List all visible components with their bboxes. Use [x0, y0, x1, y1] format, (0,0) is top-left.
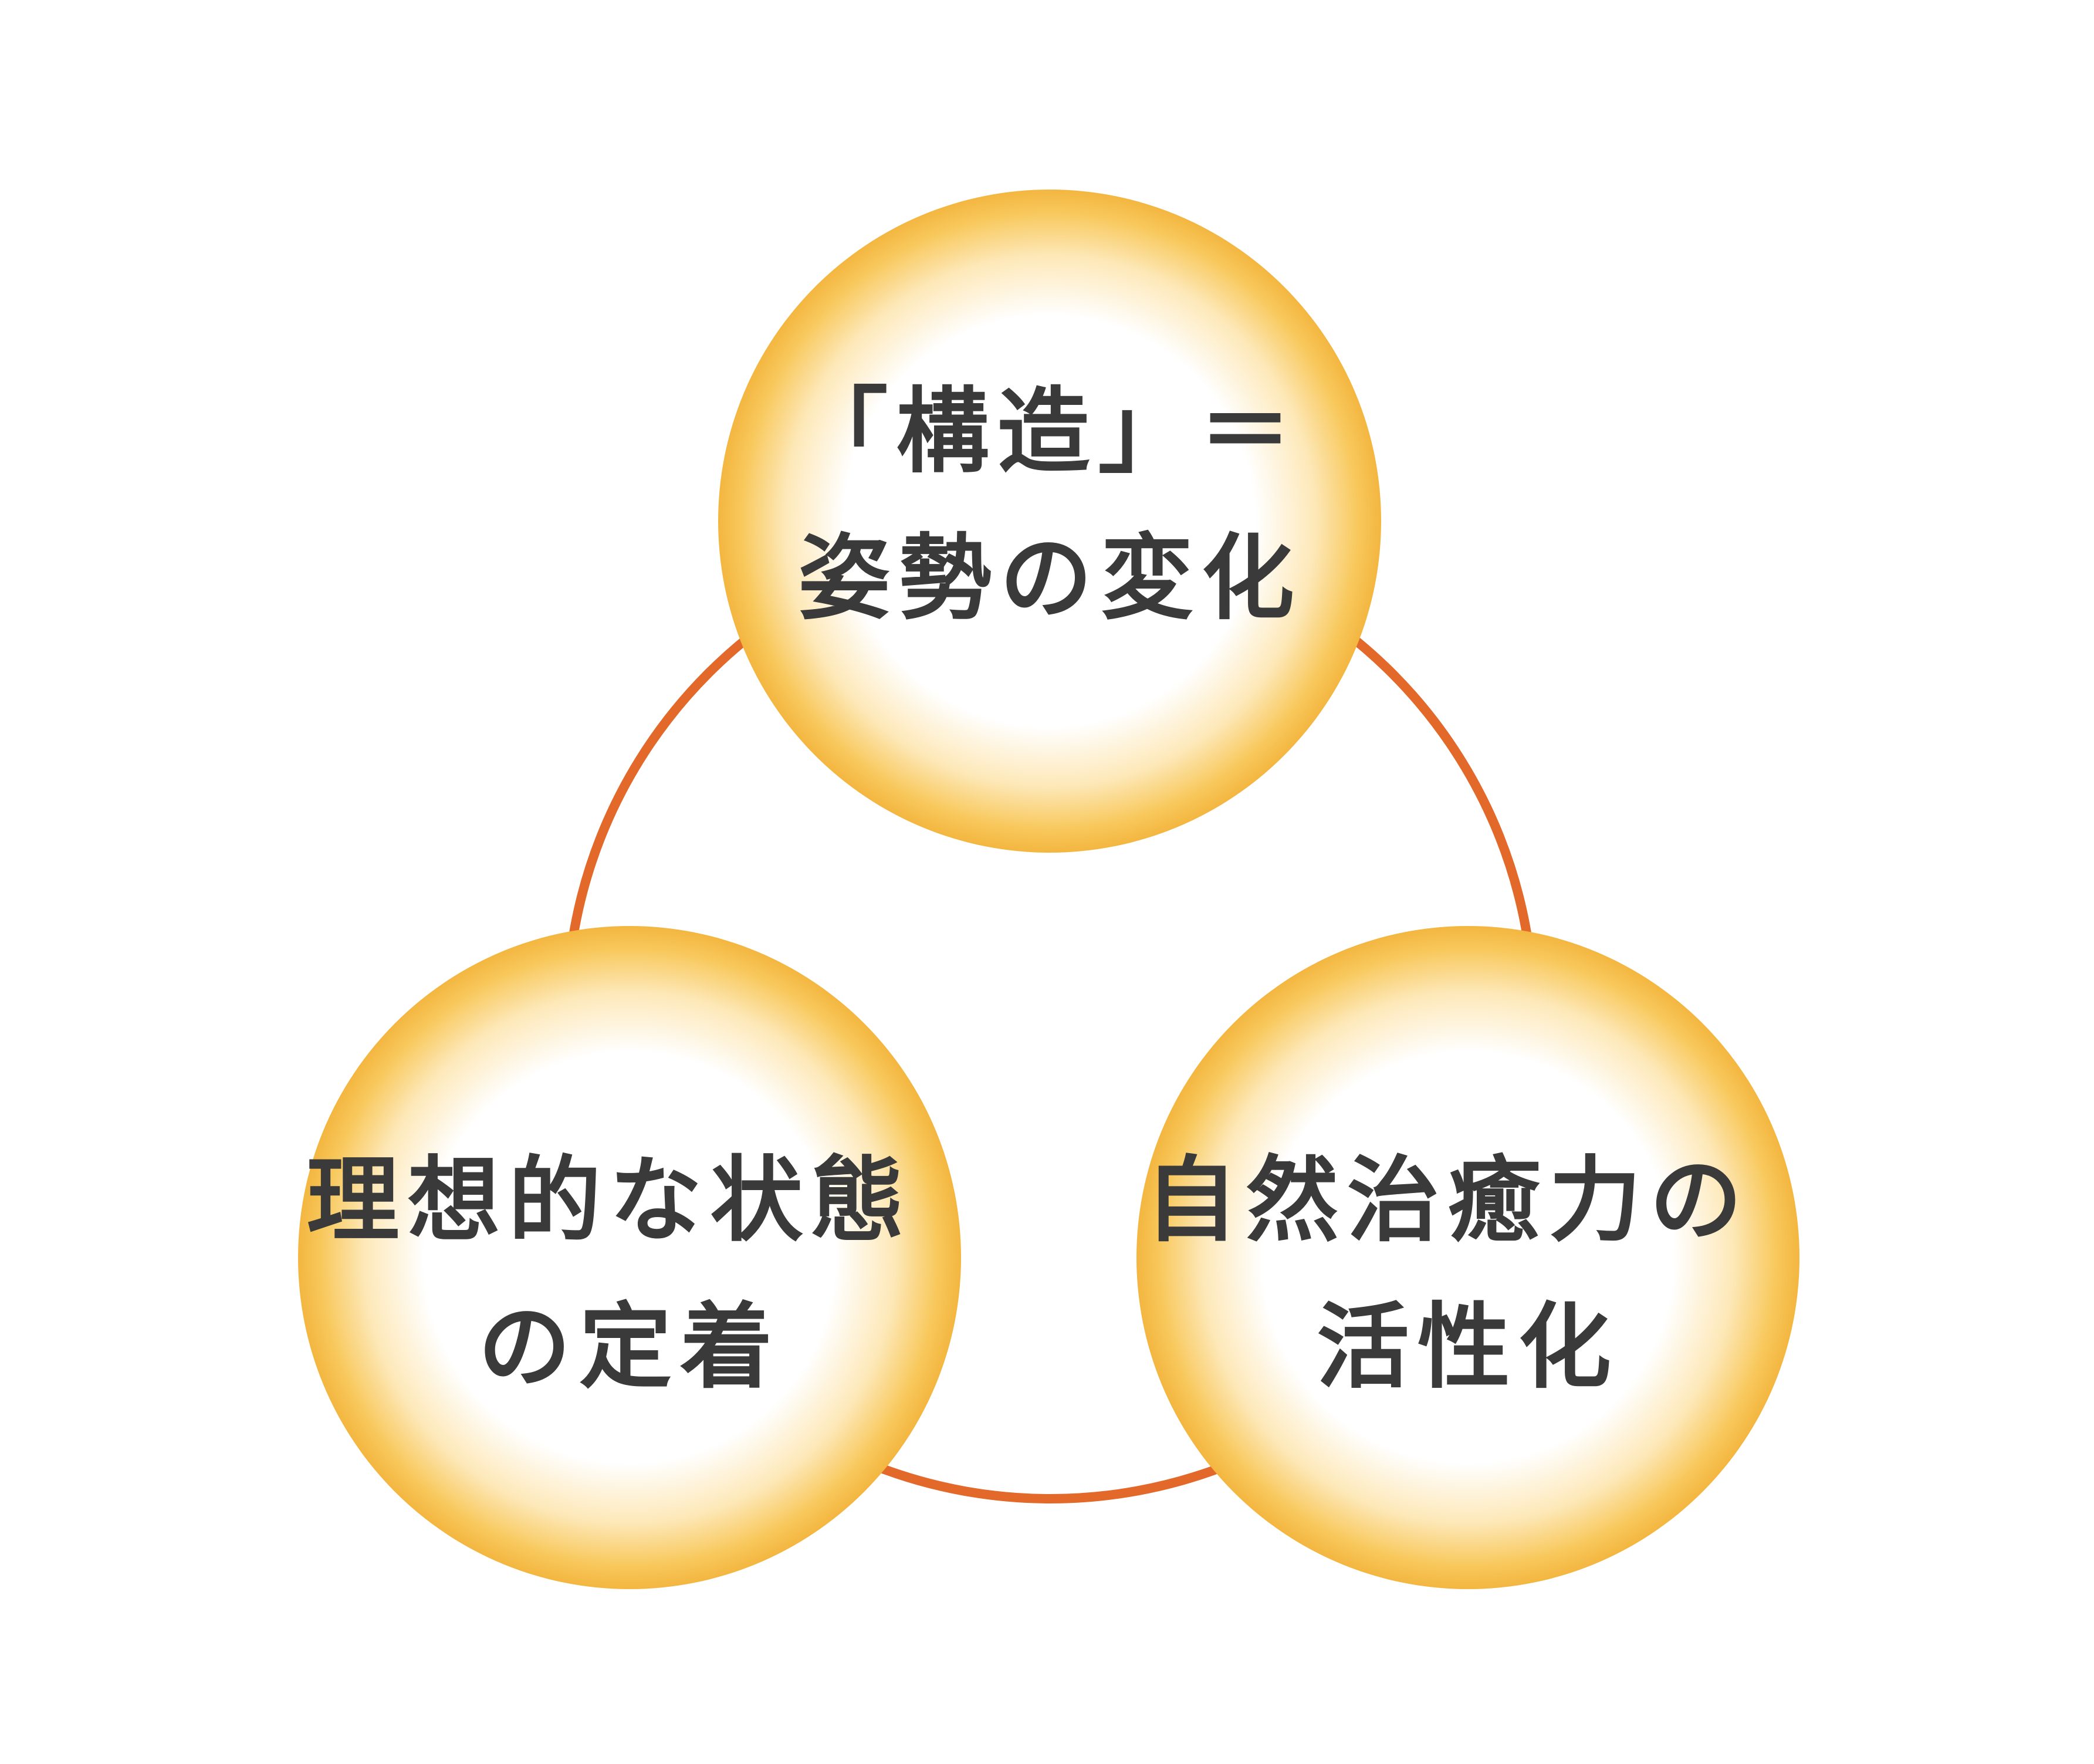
- node-ideal-line-2: の定着: [478, 1293, 781, 1401]
- svg-text:理想的な状態 の定着: 理想的な状態 の定着: [306, 1146, 952, 1401]
- svg-text:自然治癒力の 活性化: 自然治癒力の 活性化: [1145, 1146, 1791, 1401]
- node-structure-line-2: 姿勢の変化: [798, 524, 1303, 633]
- node-structure-circle: [718, 190, 1381, 853]
- node-healing-circle: [1136, 926, 1799, 1589]
- node-ideal-circle: [298, 926, 961, 1589]
- node-healing: 自然治癒力の 活性化: [1136, 926, 1799, 1589]
- node-structure: 「構造」＝ 姿勢の変化: [718, 190, 1381, 853]
- node-healing-line-1: 自然治癒力の: [1145, 1146, 1750, 1255]
- node-ideal: 理想的な状態 の定着: [298, 926, 961, 1589]
- node-healing-line-2: 活性化: [1317, 1293, 1619, 1401]
- svg-text:「構造」＝ 姿勢の変化: 「構造」＝ 姿勢の変化: [795, 377, 1340, 633]
- node-ideal-line-1: 理想的な状態: [306, 1146, 912, 1255]
- node-structure-line-1: 「構造」＝: [795, 377, 1300, 486]
